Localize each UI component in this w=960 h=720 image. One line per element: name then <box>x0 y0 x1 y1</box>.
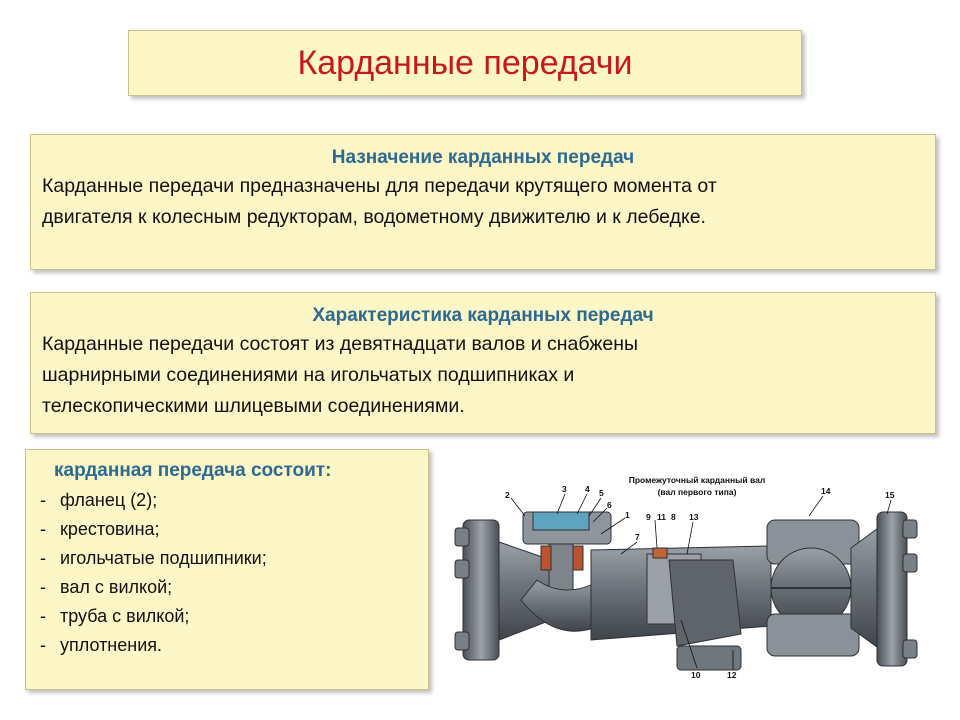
purpose-heading: Назначение карданных передач <box>331 147 635 168</box>
list-item-text: игольчатые подшипники; <box>60 548 267 568</box>
callout-13: 13 <box>689 512 699 522</box>
intermediate-shaft <box>590 545 772 671</box>
purpose-line: Карданные передачи предназначены для пер… <box>42 175 717 197</box>
list-item: -фланец (2); <box>40 490 158 510</box>
right-flange <box>850 511 918 667</box>
purpose-text: Карданные передачи предназначены для пер… <box>31 171 935 233</box>
characteristics-text: Карданные передачи состоят из девятнадца… <box>31 329 935 422</box>
list-item: -крестовина; <box>40 519 160 539</box>
list-item: -игольчатые подшипники; <box>40 548 267 568</box>
list-item-text: крестовина; <box>60 519 160 539</box>
list-item-text: фланец (2); <box>60 490 158 510</box>
left-yoke <box>520 511 612 632</box>
callout-14: 14 <box>821 486 831 496</box>
callout-10: 10 <box>691 670 701 680</box>
callout-labels <box>510 493 892 670</box>
characteristics-line: телескопическими шлицевыми соединениями. <box>42 395 465 417</box>
callout-8: 8 <box>671 512 676 522</box>
list-item-text: труба с вилкой; <box>60 606 190 626</box>
page-title: Карданные передачи <box>297 44 633 82</box>
list-item-text: вал с вилкой; <box>60 577 173 597</box>
right-yoke <box>766 519 860 657</box>
callout-4: 4 <box>585 484 590 494</box>
parts-list: -фланец (2); -крестовина; -игольчатые по… <box>26 486 428 660</box>
composition-section: карданная передача состоит: -фланец (2);… <box>25 449 429 690</box>
list-item: -труба с вилкой; <box>40 606 190 626</box>
characteristics-line: шарнирными соединениями на игольчатых по… <box>42 364 575 386</box>
title-box: Карданные передачи <box>128 30 802 96</box>
callout-15: 15 <box>885 490 895 500</box>
cardan-shaft-diagram: Промежуточный карданный вал (вал первого… <box>441 450 931 696</box>
list-item: -уплотнения. <box>40 635 163 655</box>
list-item: -вал с вилкой; <box>40 577 173 597</box>
callout-2: 2 <box>505 490 510 500</box>
composition-heading: карданная передача состоит: <box>54 460 332 481</box>
callout-1: 1 <box>625 510 630 520</box>
purpose-section: Назначение карданных передач Карданные п… <box>30 134 936 270</box>
characteristics-heading: Характеристика карданных передач <box>312 305 654 326</box>
cardan-shaft-illustration: Промежуточный карданный вал (вал первого… <box>454 475 918 680</box>
callout-7: 7 <box>635 532 640 542</box>
callout-6: 6 <box>607 500 612 510</box>
callout-3: 3 <box>562 484 567 494</box>
list-item-text: уплотнения. <box>60 635 163 655</box>
characteristics-section: Характеристика карданных передач Карданн… <box>30 292 936 434</box>
callout-5: 5 <box>599 488 604 498</box>
callout-12: 12 <box>727 670 737 680</box>
callout-9: 9 <box>646 512 651 522</box>
purpose-line: двигателя к колесным редукторам, водомет… <box>42 206 706 228</box>
callout-11: 11 <box>657 512 666 522</box>
diagram-caption-line2: (вал первого типа) <box>658 487 737 497</box>
characteristics-line: Карданные передачи состоят из девятнадца… <box>42 333 639 355</box>
diagram-caption-line1: Промежуточный карданный вал <box>629 475 766 485</box>
